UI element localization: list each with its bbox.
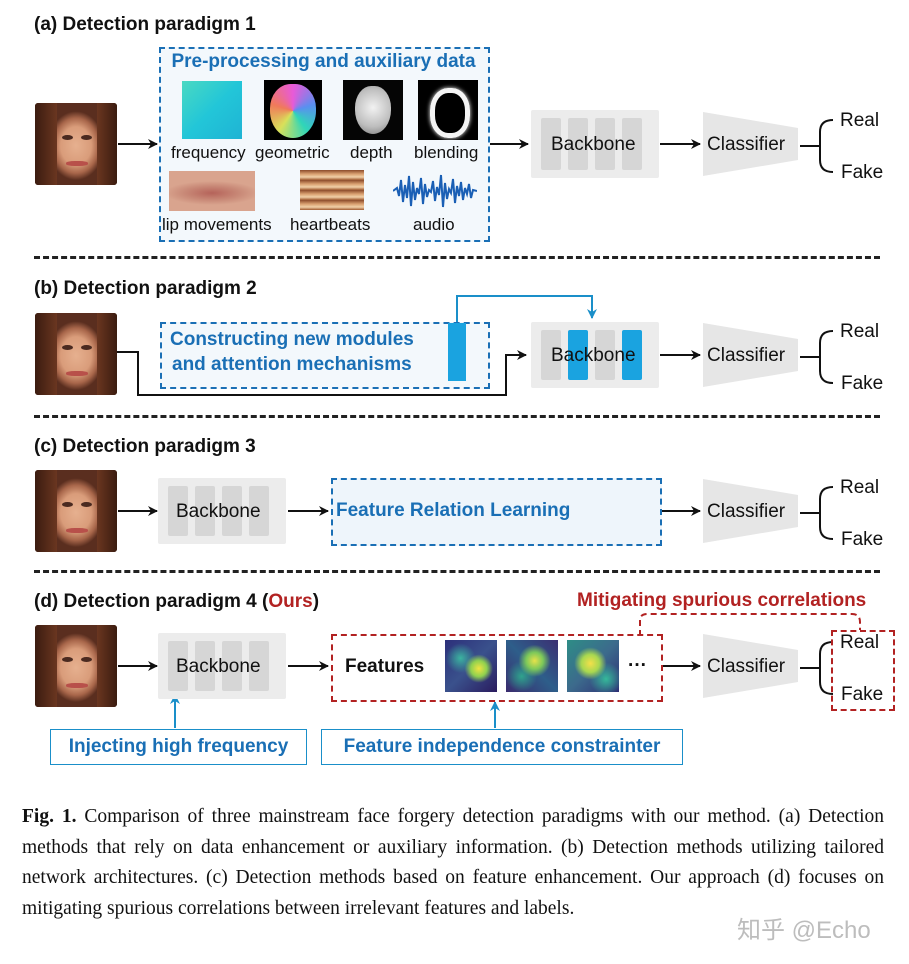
face-image-d xyxy=(35,625,117,707)
real-b: Real xyxy=(840,321,880,342)
classifier-c-label: Classifier xyxy=(707,501,786,522)
real-c: Real xyxy=(840,477,880,498)
separator-3 xyxy=(34,570,880,573)
aux-data-title: Pre-processing and auxiliary data xyxy=(171,51,476,72)
heartbeats-image xyxy=(300,170,364,210)
brace-a xyxy=(819,119,834,173)
paradigm-d-title-suffix: ) xyxy=(312,591,320,612)
classifier-shape-b xyxy=(703,323,798,387)
frl-box xyxy=(331,478,662,546)
paradigm-c-title: (c) Detection paradigm 3 xyxy=(34,436,256,457)
backbone-d xyxy=(158,633,286,699)
fake-c: Fake xyxy=(841,529,884,550)
caption-text: Comparison of three mainstream face forg… xyxy=(22,806,884,919)
modules-line-1: Constructing new modules xyxy=(170,329,414,350)
classifier-d-label: Classifier xyxy=(707,656,786,677)
backbone-b-label: Backbone xyxy=(551,345,636,366)
lip-image xyxy=(169,171,255,211)
feature-independence-box: Feature independence constrainter xyxy=(321,729,683,765)
attention-block xyxy=(448,323,466,381)
mitigating-label: Mitigating spurious correlations xyxy=(577,590,867,611)
brace-c xyxy=(819,486,834,540)
label-heartbeats: heartbeats xyxy=(290,215,371,234)
label-frequency: frequency xyxy=(171,143,246,162)
mitigating-connector xyxy=(639,613,861,636)
classifier-shape-c xyxy=(703,479,798,543)
paradigm-d-title: (d) Detection paradigm 4 (Ours) xyxy=(34,591,319,613)
inject-high-frequency-box: Injecting high frequency xyxy=(50,729,307,765)
paradigm-d-title-prefix: (d) Detection paradigm 4 ( xyxy=(34,591,269,612)
feature-map-3 xyxy=(567,640,619,692)
fake-a: Fake xyxy=(841,162,884,183)
features-ellipsis: ··· xyxy=(628,655,647,676)
label-depth: depth xyxy=(350,143,393,162)
face-image-c xyxy=(35,470,117,552)
backbone-c xyxy=(158,478,286,544)
modules-line-2: and attention mechanisms xyxy=(172,354,412,375)
blending-image xyxy=(418,80,478,140)
frequency-image xyxy=(182,81,242,139)
backbone-a xyxy=(531,110,659,178)
separator-1 xyxy=(34,256,880,259)
backbone-d-label: Backbone xyxy=(176,656,261,677)
fake-d: Fake xyxy=(841,684,884,705)
labels-box xyxy=(831,630,895,711)
paradigm-d-title-ours: Ours xyxy=(268,591,313,612)
frl-label: Feature Relation Learning xyxy=(336,500,571,521)
arrow-b-blue xyxy=(456,295,597,323)
geometric-image xyxy=(264,80,322,140)
label-geometric: geometric xyxy=(255,143,330,162)
separator-2 xyxy=(34,415,880,418)
face-image-a xyxy=(35,103,117,185)
depth-image xyxy=(343,80,403,140)
label-lip-movements: lip movements xyxy=(162,215,272,234)
label-blending: blending xyxy=(414,143,479,162)
paradigm-a-title: (a) Detection paradigm 1 xyxy=(34,14,256,35)
real-a: Real xyxy=(840,110,880,131)
classifier-shape-d xyxy=(703,634,798,698)
arrow-b-route xyxy=(117,350,527,396)
watermark: 知乎 @Echo xyxy=(737,917,871,944)
backbone-c-label: Backbone xyxy=(176,501,261,522)
caption-label: Fig. 1. xyxy=(22,806,77,827)
paradigm-b-title: (b) Detection paradigm 2 xyxy=(34,278,257,299)
backbone-a-label: Backbone xyxy=(551,134,636,155)
classifier-b-label: Classifier xyxy=(707,345,786,366)
classifier-a-label: Classifier xyxy=(707,134,786,155)
real-d: Real xyxy=(840,632,880,653)
audio-waveform-icon xyxy=(393,174,477,208)
feature-map-2 xyxy=(506,640,558,692)
brace-b xyxy=(819,330,834,384)
backbone-b xyxy=(531,322,659,388)
face-image-b xyxy=(35,313,117,395)
modules-box xyxy=(160,322,490,389)
figure-caption: Fig. 1. Comparison of three mainstream f… xyxy=(22,802,884,924)
features-label: Features xyxy=(345,656,425,677)
feature-map-1 xyxy=(445,640,497,692)
classifier-shape-a xyxy=(703,112,798,176)
label-audio: audio xyxy=(413,215,455,234)
fake-b: Fake xyxy=(841,373,884,394)
